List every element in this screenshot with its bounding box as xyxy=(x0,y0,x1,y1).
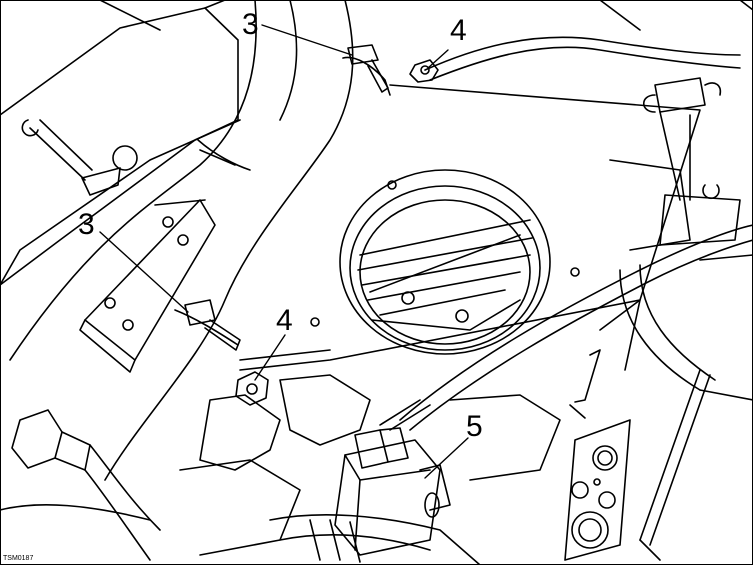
expansion-valve-block xyxy=(564,419,631,561)
nut-lower xyxy=(235,371,269,406)
hose-clamp-upper xyxy=(342,44,391,96)
callout-3-left: 3 xyxy=(78,208,95,241)
leader-3-left xyxy=(99,231,189,313)
figure-code: TSM0187 xyxy=(3,555,34,562)
leader-4-lower xyxy=(254,334,286,381)
leader-5 xyxy=(424,437,469,479)
nut-upper xyxy=(409,59,439,83)
left-panel xyxy=(0,0,241,286)
leader-4-upper xyxy=(427,49,449,69)
insulation-foam xyxy=(179,374,561,565)
electrical-connector xyxy=(334,399,451,556)
callout-4-upper: 4 xyxy=(450,14,467,47)
air-duct xyxy=(9,0,354,481)
mounting-plate xyxy=(239,84,701,371)
mounting-bracket xyxy=(79,199,216,373)
leader-lines xyxy=(99,24,469,479)
wiring-upper xyxy=(424,0,753,251)
callout-5: 5 xyxy=(466,410,483,443)
wiring-right xyxy=(399,224,753,561)
callout-3-upper: 3 xyxy=(242,8,259,41)
air-intake-opening xyxy=(339,169,551,355)
hose-clamp-left xyxy=(174,299,241,351)
pipe-fitting xyxy=(0,409,161,561)
leader-3-upper xyxy=(261,24,353,56)
callout-4-lower: 4 xyxy=(276,304,293,337)
